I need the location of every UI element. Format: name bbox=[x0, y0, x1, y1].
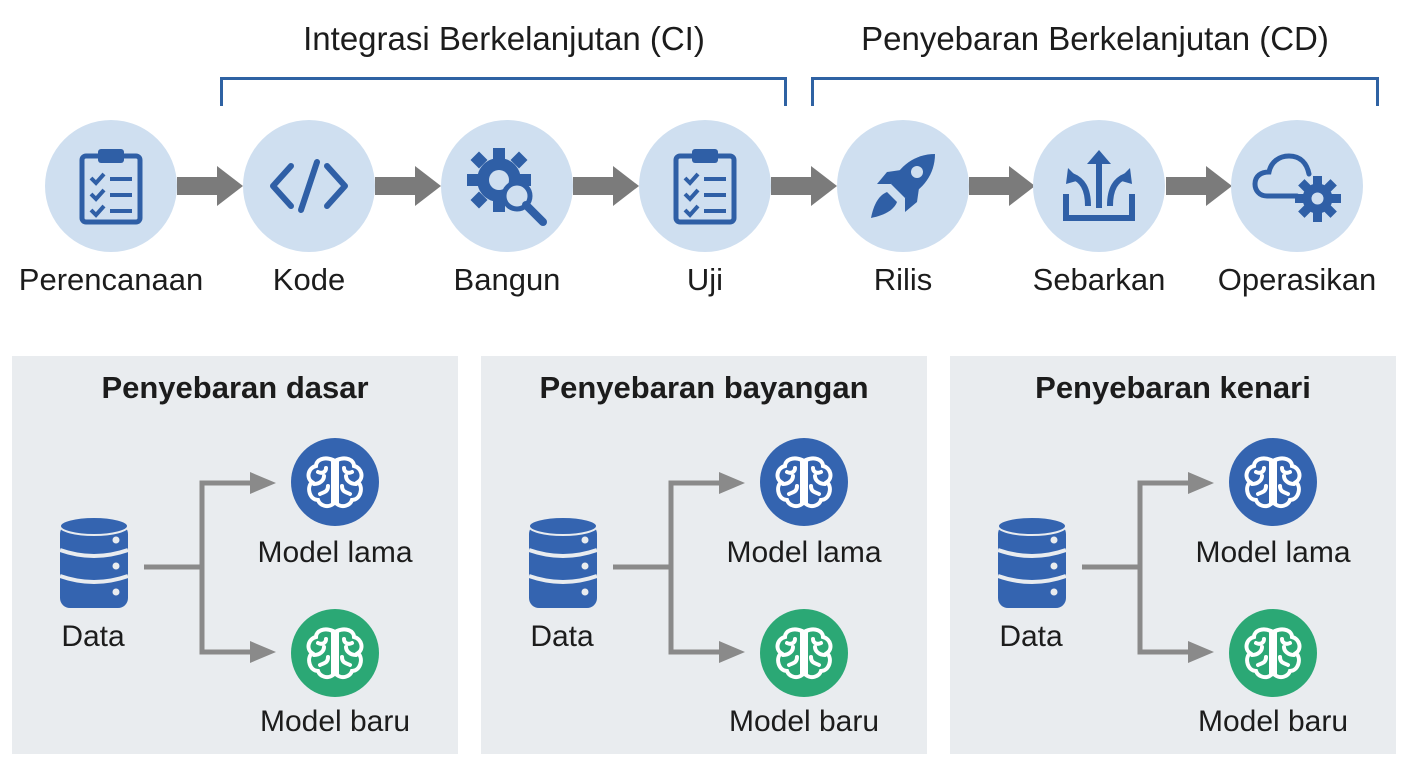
split-connector bbox=[1082, 472, 1214, 663]
step-label-kode: Kode bbox=[272, 262, 346, 297]
cloud-gear-icon bbox=[1252, 153, 1341, 222]
step-kode bbox=[243, 120, 375, 252]
rocket-icon bbox=[871, 154, 935, 218]
new-model-icon bbox=[760, 609, 848, 697]
brain-icon bbox=[775, 627, 833, 680]
step-label-perencanaan: Perencanaan bbox=[18, 262, 204, 297]
step-bangun bbox=[441, 120, 573, 252]
new-model-label: Model baru bbox=[259, 705, 411, 738]
flow-arrow bbox=[771, 166, 837, 206]
panel-title: Penyebaran kenari bbox=[1035, 370, 1311, 405]
brain-icon bbox=[775, 456, 833, 509]
ci-bracket bbox=[220, 77, 787, 106]
flow-arrow bbox=[375, 166, 441, 206]
cd-phase-title: Penyebaran Berkelanjutan (CD) bbox=[861, 20, 1329, 57]
flow-arrow bbox=[177, 166, 243, 206]
data-label: Data bbox=[530, 620, 594, 653]
clipboard-checklist-icon bbox=[673, 149, 737, 225]
old-model-icon bbox=[291, 438, 379, 526]
cd-bracket bbox=[811, 77, 1379, 106]
split-connector bbox=[613, 472, 745, 663]
clipboard-checklist-icon bbox=[79, 149, 143, 225]
brain-icon bbox=[306, 456, 364, 509]
database-icon bbox=[59, 516, 129, 608]
step-operasikan bbox=[1231, 120, 1363, 252]
old-model-label: Model lama bbox=[257, 536, 413, 569]
new-model-icon bbox=[1229, 609, 1317, 697]
step-rilis bbox=[837, 120, 969, 252]
gear-magnifier-icon bbox=[467, 148, 547, 226]
split-connector bbox=[144, 472, 276, 663]
data-label: Data bbox=[999, 620, 1063, 653]
brain-icon bbox=[1244, 456, 1302, 509]
brain-icon bbox=[306, 627, 364, 680]
database-icon bbox=[997, 516, 1067, 608]
flow-arrow bbox=[1166, 166, 1232, 206]
data-label: Data bbox=[61, 620, 125, 653]
brain-icon bbox=[1244, 627, 1302, 680]
step-label-uji: Uji bbox=[686, 262, 724, 297]
old-model-label: Model lama bbox=[726, 536, 882, 569]
panel-penyebaran-dasar: Penyebaran dasar Data Model lama bbox=[12, 356, 458, 754]
step-uji bbox=[639, 120, 771, 252]
step-perencanaan bbox=[45, 120, 177, 252]
flow-arrow bbox=[969, 166, 1035, 206]
database-icon bbox=[528, 516, 598, 608]
code-brackets-icon bbox=[270, 159, 348, 213]
ci-phase-title: Integrasi Berkelanjutan (CI) bbox=[303, 20, 705, 57]
panel-penyebaran-bayangan: Penyebaran bayangan Data Model lama bbox=[481, 356, 927, 754]
step-sebarkan bbox=[1033, 120, 1165, 252]
old-model-icon bbox=[760, 438, 848, 526]
flow-arrow bbox=[573, 166, 639, 206]
step-label-bangun: Bangun bbox=[453, 262, 561, 297]
panel-title: Penyebaran dasar bbox=[101, 370, 369, 405]
old-model-icon bbox=[1229, 438, 1317, 526]
panel-penyebaran-kenari: Penyebaran kenari Data Model lama bbox=[950, 356, 1396, 754]
step-label-operasikan: Operasikan bbox=[1217, 262, 1377, 297]
step-label-sebarkan: Sebarkan bbox=[1032, 262, 1166, 297]
new-model-label: Model baru bbox=[1197, 705, 1349, 738]
step-label-rilis: Rilis bbox=[873, 262, 933, 297]
panel-title: Penyebaran bayangan bbox=[539, 370, 869, 405]
deploy-arrows-icon bbox=[1063, 150, 1135, 221]
old-model-label: Model lama bbox=[1195, 536, 1351, 569]
new-model-icon bbox=[291, 609, 379, 697]
new-model-label: Model baru bbox=[728, 705, 880, 738]
